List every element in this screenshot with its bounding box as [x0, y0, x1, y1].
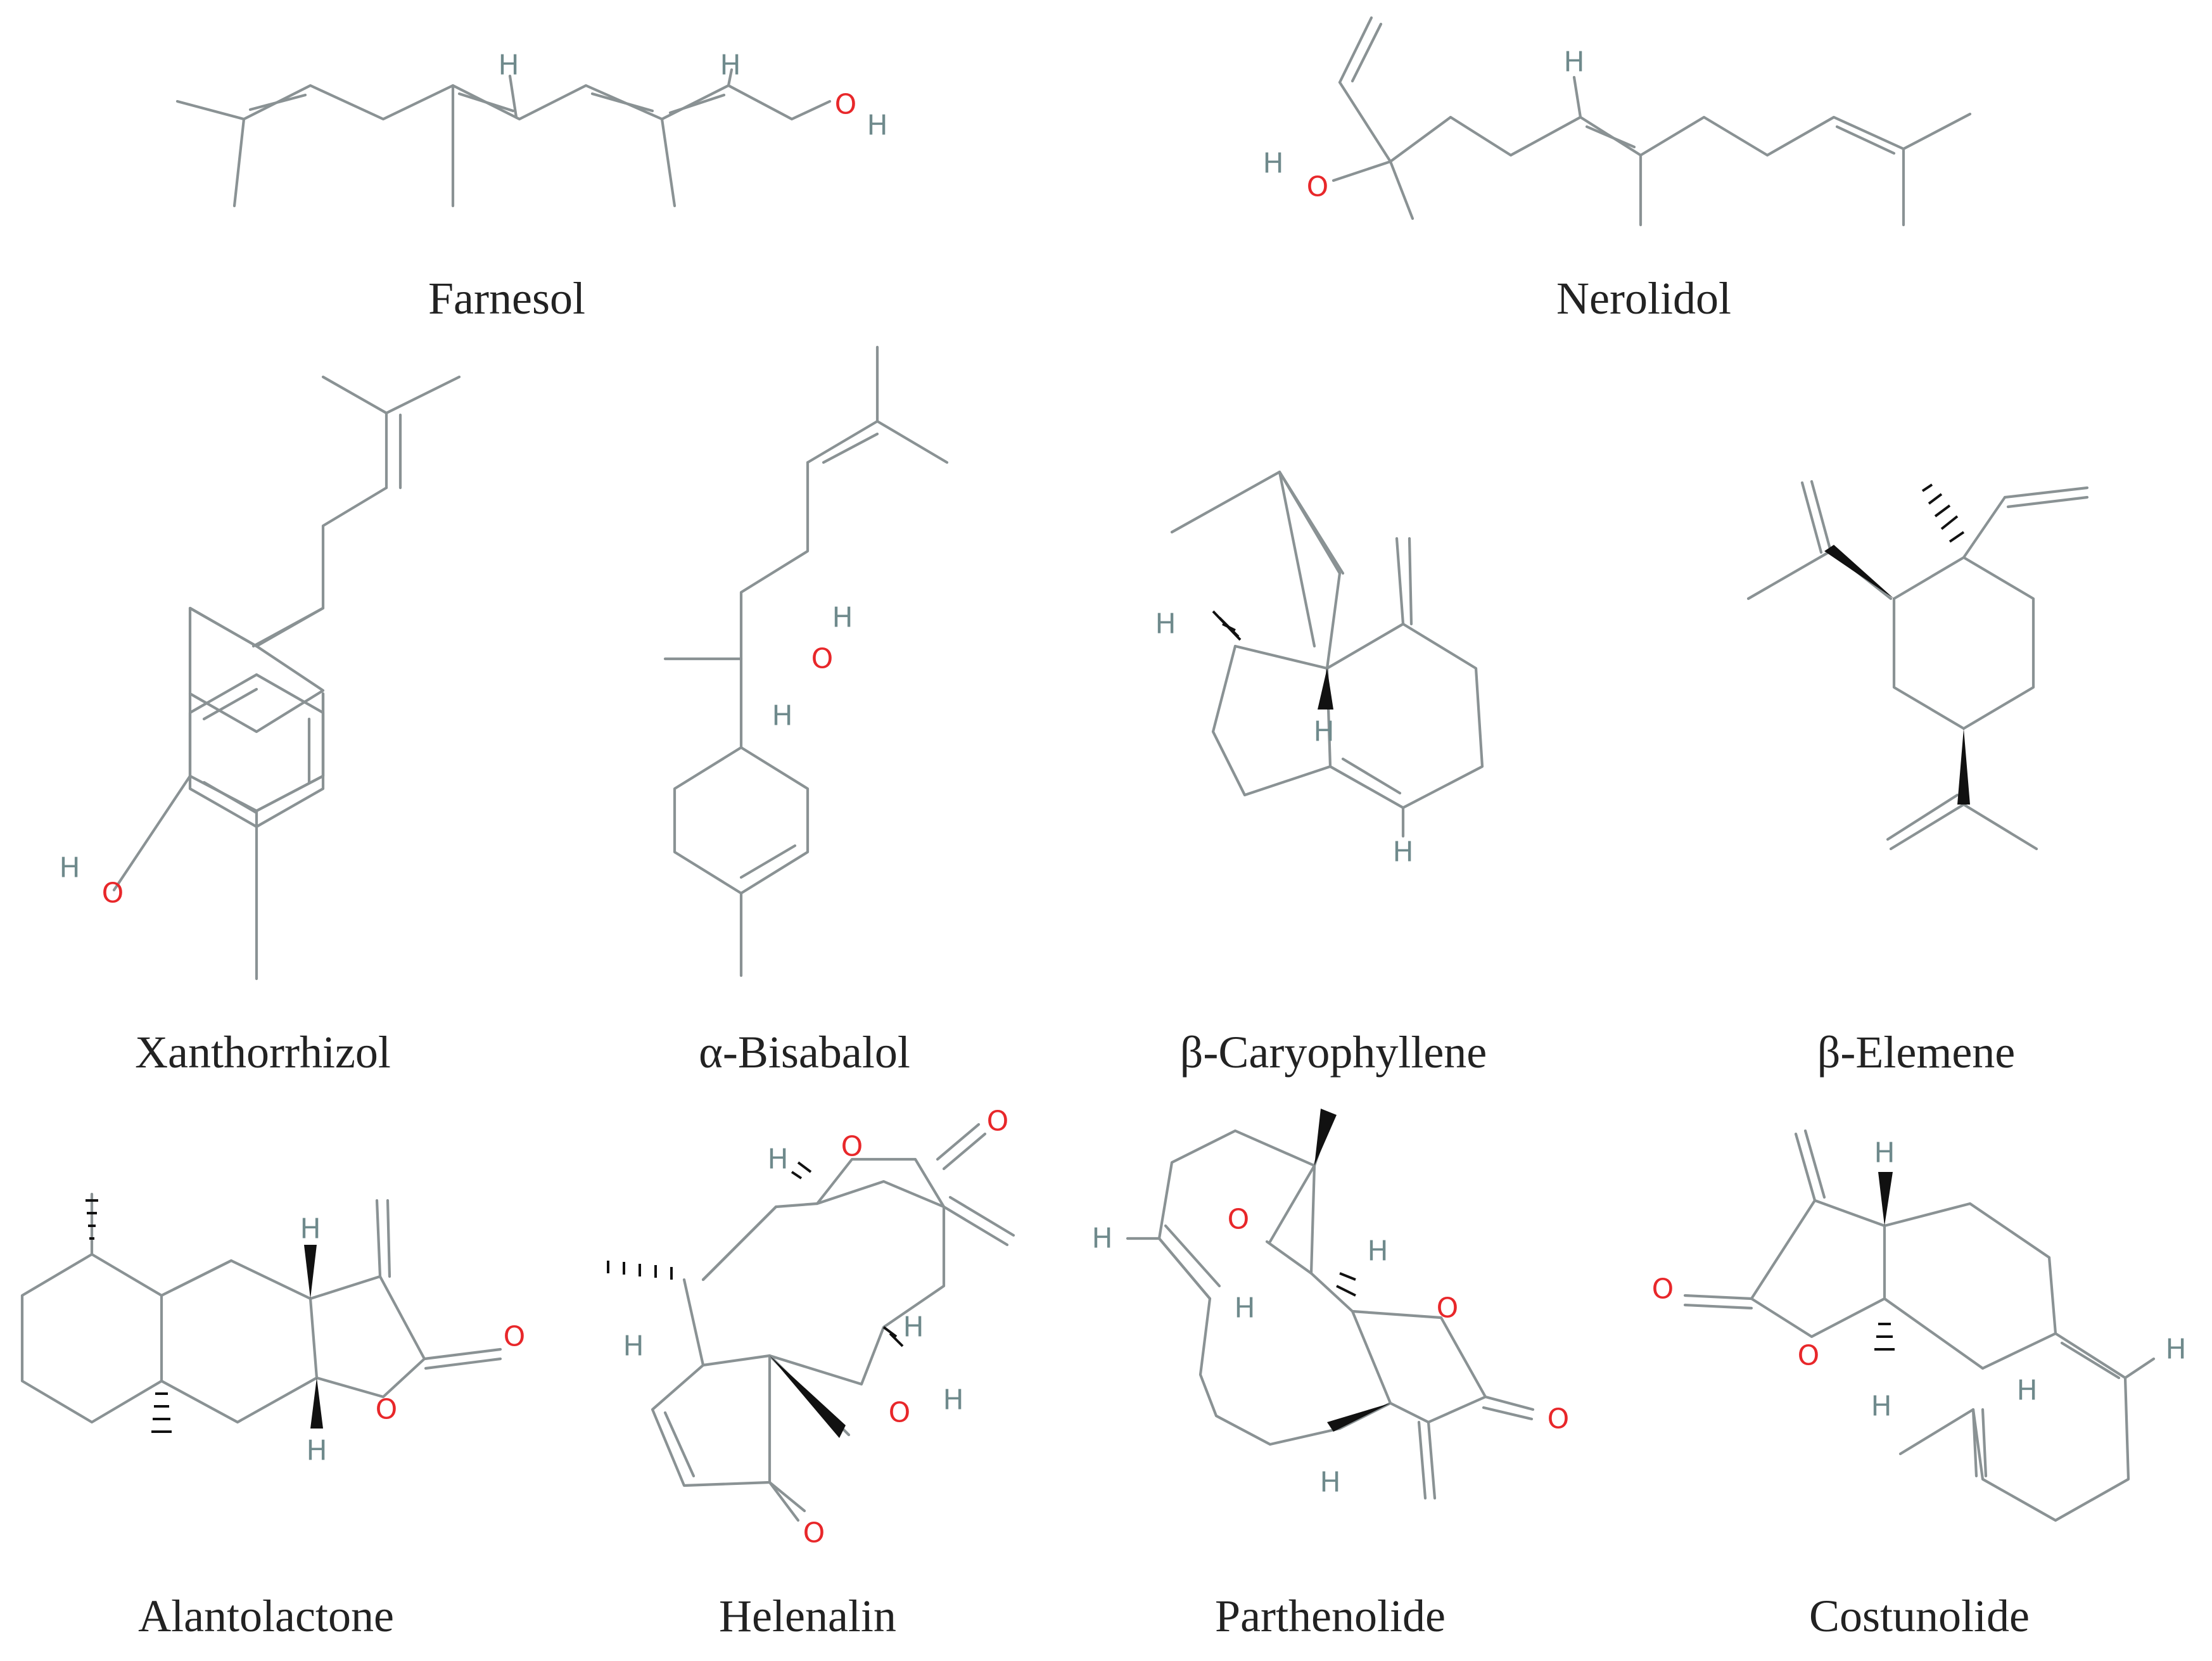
helenalin-structure	[651, 1123, 1015, 1522]
hydrogen-atom: H	[1563, 46, 1584, 79]
oxygen-atom: O	[1548, 1403, 1570, 1435]
molecule-name-parthenolide: Parthenolide	[1215, 1591, 1446, 1641]
hydrogen-atom: H	[943, 1384, 963, 1416]
hydrogen-atom: H	[1392, 836, 1413, 869]
molecule-name-farnesol: Farnesol	[428, 273, 585, 324]
caryophyllene-structure	[1170, 470, 1484, 838]
parthenolide-structure	[1126, 1116, 1535, 1500]
hydrogen-atom: H	[1367, 1235, 1388, 1268]
hydrogen-atom: H	[903, 1311, 924, 1344]
oxygen-atom: O	[803, 1517, 825, 1550]
hydrogen-atom: H	[1155, 608, 1176, 640]
helenalin-stereo	[607, 1161, 904, 1438]
hydrogen-atom: H	[720, 49, 741, 82]
molecule-name-nerolidol: Nerolidol	[1556, 273, 1731, 324]
oxygen-atom: O	[987, 1105, 1009, 1138]
molecule-name-helenalin: Helenalin	[719, 1591, 896, 1641]
hydrogen-atom: H	[59, 852, 80, 884]
caryophyllene-stereo	[1212, 610, 1333, 710]
hydrogen-atom: H	[306, 1435, 327, 1467]
elemene-stereo	[1824, 483, 1970, 805]
hydrogen-atom: H	[2165, 1333, 2186, 1366]
molecule-name-costunolide: Costunolide	[1809, 1591, 2030, 1641]
hydrogen-atom: H	[1874, 1137, 1895, 1169]
farnesol-structure	[175, 68, 832, 208]
oxygen-atom: O	[841, 1131, 863, 1163]
hydrogen-atom: H	[772, 700, 792, 732]
hydrogen-atom: H	[1319, 1467, 1340, 1499]
nerolidol-structure	[1332, 16, 1972, 227]
bisabalol-structure	[663, 345, 949, 977]
molecule-name-elemene: β-Elemene	[1817, 1027, 2015, 1078]
molecule-name-bisabalol: α-Bisabalol	[699, 1027, 910, 1078]
xanthorrhizol-ring	[188, 673, 325, 829]
hydrogen-atom: H	[2016, 1375, 2037, 1407]
costunolide-stereo	[1874, 1172, 1895, 1351]
oxygen-atom: O	[1798, 1340, 1820, 1372]
molecule-name-xanthorrhizol: Xanthorrhizol	[135, 1027, 391, 1078]
oxygen-atom: O	[1228, 1204, 1250, 1236]
hydrogen-atom: H	[300, 1213, 321, 1245]
oxygen-atom: O	[504, 1321, 526, 1353]
hydrogen-atom: H	[1313, 716, 1334, 748]
hydrogen-atom: H	[1234, 1292, 1255, 1325]
hydrogen-atom: H	[1262, 148, 1283, 180]
hydrogen-atom: H	[623, 1330, 644, 1363]
hydrogen-atom: H	[1871, 1391, 1891, 1423]
parthenolide-stereo	[1314, 1109, 1390, 1432]
molecule-name-alantolactone: Alantolactone	[138, 1591, 394, 1641]
oxygen-atom: O	[811, 643, 834, 675]
hydrogen-atom: H	[832, 602, 853, 634]
oxygen-atom: O	[1652, 1273, 1674, 1306]
hydrogen-atom: H	[1091, 1223, 1112, 1255]
elemene-structure	[1746, 480, 2089, 851]
oxygen-atom: O	[835, 89, 857, 121]
oxygen-atom: O	[1307, 171, 1329, 203]
oxygen-atom: O	[889, 1397, 911, 1429]
oxygen-atom: O	[102, 877, 124, 910]
alantolactone-stereo	[86, 1199, 323, 1433]
molecule-name-caryophyllene: β-Caryophyllene	[1180, 1027, 1487, 1078]
xanthorrhizol-structure	[112, 375, 461, 981]
alantolactone-structure	[20, 1192, 502, 1424]
hydrogen-atom: H	[867, 110, 887, 142]
hydrogen-atom: H	[498, 49, 519, 82]
oxygen-atom: O	[1437, 1292, 1459, 1325]
hydrogen-atom: H	[767, 1143, 788, 1176]
oxygen-atom: O	[376, 1394, 398, 1426]
costunolide-structure	[1683, 1129, 2156, 1522]
